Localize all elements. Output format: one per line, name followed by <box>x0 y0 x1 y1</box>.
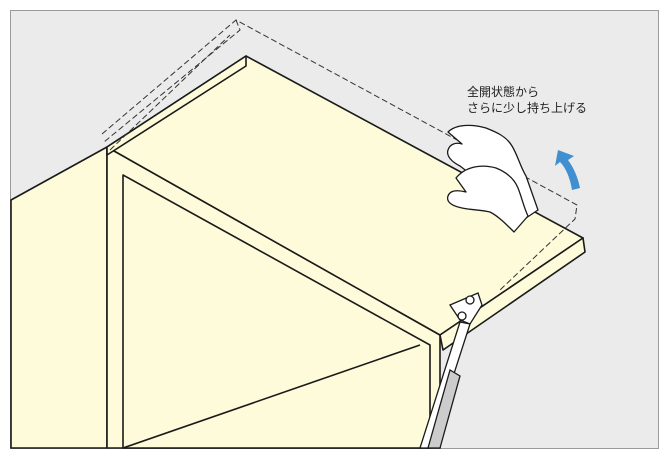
instruction-callout: 全開状態から さらに少し持ち上げる <box>467 84 587 116</box>
cabinet-side-panel <box>10 146 108 449</box>
instruction-line-2: さらに少し持ち上げる <box>467 101 588 115</box>
lifted-position-dashed-edge <box>103 19 241 143</box>
upward-curved-arrow-icon <box>555 150 580 190</box>
lift-door-front-edge <box>439 237 586 351</box>
cabinet-interior-shelf <box>122 344 421 449</box>
gas-stay-icon <box>419 292 483 449</box>
lifted-position-dashed-outline <box>101 19 578 291</box>
lifted-position-dashed-guide <box>109 34 231 151</box>
lift-door-left-edge <box>106 55 247 156</box>
hand-icon <box>446 124 539 233</box>
instruction-line-1: 全開状態から <box>467 85 540 99</box>
